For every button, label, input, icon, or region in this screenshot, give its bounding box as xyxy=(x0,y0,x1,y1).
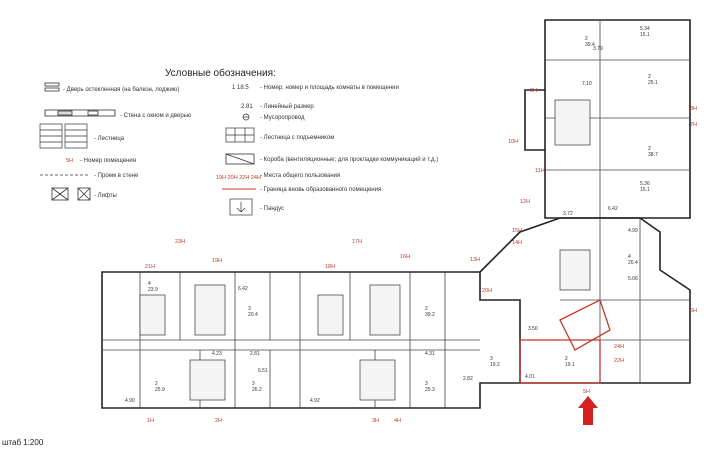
legend-item-dimension: - Линейный размер xyxy=(260,103,314,110)
unit-label-24n: 24Н xyxy=(614,344,624,350)
legend-item-room-number: - Номер помещения xyxy=(80,158,136,164)
lifts-symbol xyxy=(51,187,91,201)
legend-item-room-area: - Номер; номер и площадь комнаты в помещ… xyxy=(260,85,399,91)
unit-boundary xyxy=(519,299,611,384)
unit-label-6n: 6Н xyxy=(690,308,697,314)
chute-symbol xyxy=(242,113,250,121)
room-label: 4.31 xyxy=(425,351,435,357)
unit-label-20n: 20Н xyxy=(482,288,492,294)
unit-label-19n: 19Н xyxy=(212,258,222,264)
legend-item-common: - Места общего пользования xyxy=(260,173,340,179)
stairs-symbol xyxy=(39,123,88,149)
unit-label-9n: 9Н xyxy=(530,88,537,94)
legend-item-chute: - Мусоропровод xyxy=(260,115,305,121)
duct-symbol xyxy=(225,153,255,165)
unit-label-14n: 14Н xyxy=(512,240,522,246)
unit-label-16n: 16Н xyxy=(400,254,410,260)
unit-label-2n: 2Н xyxy=(215,418,222,424)
wall-window-door-symbol xyxy=(44,109,116,117)
legend-item-stairs: - Лестница xyxy=(94,136,125,142)
unit-label-11n: 11Н xyxy=(535,168,545,174)
legend-item-ramp: - Пандус xyxy=(260,206,284,212)
legend-title: Условные обозначения: xyxy=(165,67,276,79)
unit-label-1n: 1Н xyxy=(147,418,154,424)
legend-item-stairs-landing: - Лестница с подъемником xyxy=(260,135,334,141)
scale-label: штаб 1:200 xyxy=(2,438,44,447)
unit-label-3n: 3Н xyxy=(372,418,379,424)
room-label: 4.90 xyxy=(125,398,135,404)
room-label: 6.42 xyxy=(238,286,248,292)
legend: Условные обозначения: - Дверь остекленна… xyxy=(39,67,438,216)
entrance-arrow-icon xyxy=(578,396,598,425)
stair-blocks xyxy=(139,99,591,401)
room-label: 2.81 xyxy=(250,351,260,357)
room-label: 2.82 xyxy=(463,376,473,382)
unit-label-4n: 4Н xyxy=(394,418,401,424)
tower-bay xyxy=(524,89,545,151)
legend-item-glazed-door: - Дверь остекленная (на балкон, лоджию) xyxy=(63,87,179,93)
legend-code-room-number: 5Н xyxy=(66,158,73,164)
unit-numbers: 1Н 2Н 3Н 4Н 5Н 6Н 7Н 8Н 9Н 10Н 11Н 12Н 1… xyxy=(145,88,697,424)
unit-label-8n: 8Н xyxy=(690,106,697,112)
glazed-door-symbol xyxy=(44,82,60,92)
tower-outline xyxy=(544,19,691,219)
legend-item-duct: - Короба (вентиляционные; для прокладки … xyxy=(260,156,438,163)
room-label: 6.42 xyxy=(608,206,618,212)
room-label: 4.92 xyxy=(310,398,320,404)
legend-item-boundary: - Граница вновь образованного помещения xyxy=(260,187,381,193)
unit-label-23n: 23Н xyxy=(175,239,185,245)
stairs-landing-symbol xyxy=(225,127,255,143)
room-label: 3.72 xyxy=(563,211,573,217)
unit-label-15n: 15Н xyxy=(512,228,522,234)
room-label: 3.79 xyxy=(593,46,603,52)
legend-code-common: 19Н 20Н 22Н 24Н xyxy=(216,175,261,181)
unit-label-12n: 12Н xyxy=(520,199,530,205)
room-label: 4.23 xyxy=(212,351,222,357)
legend-item-lifts: - Лифты xyxy=(94,193,117,199)
unit-label-10n: 10Н xyxy=(508,139,518,145)
unit-label-5n: 5Н xyxy=(583,389,590,395)
legend-item-wall: - Стена с окном и дверью xyxy=(120,113,192,119)
unit-label-17n: 17Н xyxy=(352,239,362,245)
room-label: 4.99 xyxy=(628,228,638,234)
legend-code-dimension: 2.81 xyxy=(241,104,253,110)
ramp-symbol xyxy=(229,198,253,216)
room-label: 3.50 xyxy=(528,326,538,332)
room-label: 4.01 xyxy=(525,374,535,380)
unit-label-21n: 21Н xyxy=(145,264,155,270)
unit-label-18n: 18Н xyxy=(325,264,335,270)
legend-code-room-area: 1 18.5 xyxy=(232,85,249,91)
room-label: 5.06 xyxy=(628,276,638,282)
room-label: 6.51 xyxy=(258,368,268,374)
unit-label-13n: 13Н xyxy=(470,257,480,263)
unit-label-22n: 22Н xyxy=(614,358,624,364)
unit-label-7n: 7Н xyxy=(690,122,697,128)
legend-item-opening: - Проем в стене xyxy=(94,173,139,179)
room-label: 7.10 xyxy=(582,81,592,87)
